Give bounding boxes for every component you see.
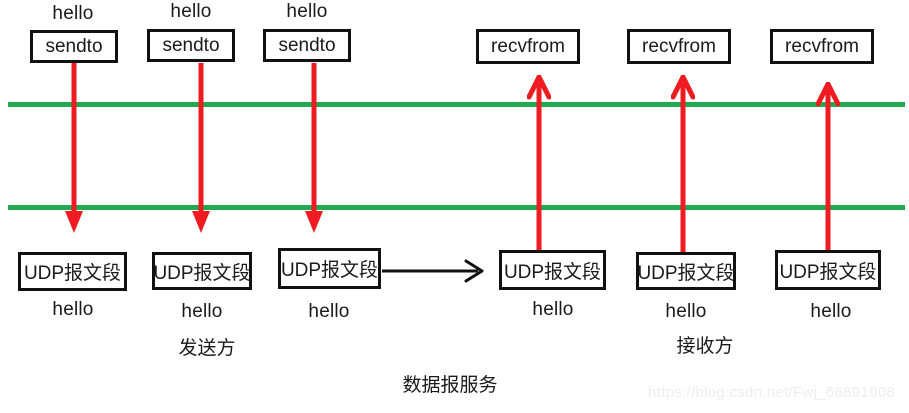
sender-caption: 发送方	[178, 338, 236, 359]
diagram-title-caption: 数据报服务	[402, 375, 498, 396]
sender-payload-label-3: hello	[286, 1, 328, 22]
sender-payload-label-2: hello	[170, 1, 212, 22]
sender-udp-segment-box-3: UDP报文段	[278, 248, 381, 289]
receiver-segment-payload-label-3: hello	[810, 301, 852, 322]
receive-arrow-up-2	[671, 75, 695, 255]
sendto-box-3[interactable]: sendto	[263, 29, 351, 62]
receiver-udp-segment-box-3: UDP报文段	[775, 250, 881, 290]
send-arrow-down-2	[189, 63, 213, 235]
receiver-udp-segment-box-1: UDP报文段	[499, 250, 606, 290]
receiver-segment-payload-label-2: hello	[665, 301, 707, 322]
receive-arrow-up-3	[816, 82, 840, 255]
recvfrom-box-1[interactable]: recvfrom	[476, 29, 580, 64]
receiver-caption: 接收方	[676, 336, 734, 357]
source-watermark: https://blog.csdn.net/Fwj_66891008	[648, 384, 896, 401]
boundary-line-bottom	[8, 205, 905, 210]
sender-segment-payload-label-3: hello	[308, 301, 350, 322]
sender-payload-label-1: hello	[52, 3, 94, 24]
sender-segment-payload-label-1: hello	[52, 299, 94, 320]
sender-udp-segment-box-1: UDP报文段	[18, 252, 127, 291]
recvfrom-box-3[interactable]: recvfrom	[770, 29, 874, 64]
recvfrom-box-2[interactable]: recvfrom	[627, 29, 731, 64]
receiver-segment-payload-label-1: hello	[532, 299, 574, 320]
transmission-flow-arrow	[382, 258, 488, 284]
receiver-udp-segment-box-2: UDP报文段	[636, 252, 736, 290]
sender-segment-payload-label-2: hello	[181, 301, 223, 322]
send-arrow-down-1	[62, 63, 86, 235]
send-arrow-down-3	[302, 63, 326, 235]
receive-arrow-up-1	[527, 75, 551, 255]
sendto-box-2[interactable]: sendto	[147, 29, 235, 62]
sender-udp-segment-box-2: UDP报文段	[152, 252, 252, 290]
boundary-line-top	[8, 102, 905, 107]
sendto-box-1[interactable]: sendto	[30, 30, 118, 63]
